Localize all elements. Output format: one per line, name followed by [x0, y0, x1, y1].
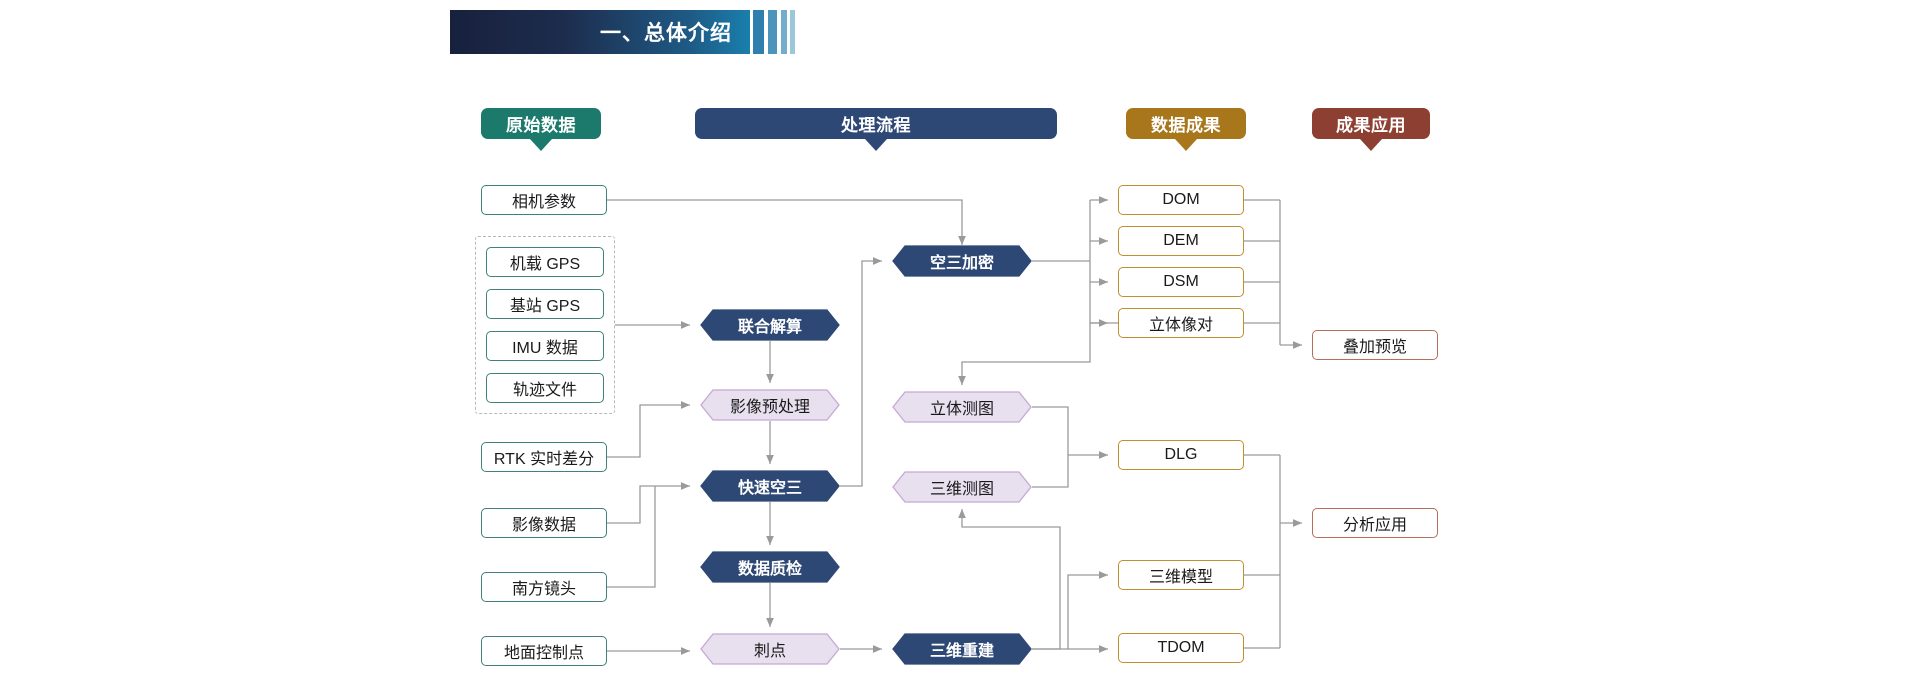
node-label: 空三加密 [929, 255, 994, 272]
node-label: 数据质检 [737, 561, 802, 578]
node-label: 分析应用 [1342, 517, 1407, 534]
hexagon-shape [892, 471, 1032, 503]
node-label: 相机参数 [511, 194, 576, 211]
raw-node-southern-lens[interactable]: 南方镜头 [481, 572, 607, 602]
category-header-label: 数据成果 [1151, 116, 1221, 135]
raw-node-imu-data[interactable]: IMU 数据 [486, 331, 604, 361]
node-label: 立体像对 [1148, 317, 1213, 334]
raw-node-image-data[interactable]: 影像数据 [481, 508, 607, 538]
raw-node-rtk-realtime[interactable]: RTK 实时差分 [481, 442, 607, 472]
category-header-label: 原始数据 [506, 116, 576, 135]
node-label: RTK 实时差分 [493, 451, 595, 468]
banner-stripe-4 [790, 10, 795, 54]
node-label: 南方镜头 [511, 581, 576, 598]
hexagon-shape [700, 309, 840, 341]
product-node-dsm[interactable]: DSM [1118, 267, 1244, 297]
product-node-dom[interactable]: DOM [1118, 185, 1244, 215]
product-node-tdom[interactable]: TDOM [1118, 633, 1244, 663]
process-node-3d-mapping[interactable]: 三维测图 [892, 471, 1032, 503]
process-node-joint-solution[interactable]: 联合解算 [700, 309, 840, 341]
node-label: DOM [1162, 191, 1200, 208]
node-label: 三维测图 [929, 481, 994, 498]
node-label: IMU 数据 [512, 340, 578, 357]
node-label: 三维重建 [929, 643, 994, 660]
raw-node-base-gps[interactable]: 基站 GPS [486, 289, 604, 319]
node-label: 影像预处理 [729, 399, 810, 416]
category-header-workflow[interactable]: 处理流程 [695, 108, 1057, 151]
pos-data-group [475, 236, 615, 414]
node-label: DLG [1164, 446, 1198, 463]
product-node-dem[interactable]: DEM [1118, 226, 1244, 256]
node-label: 基站 GPS [509, 298, 581, 315]
banner-stripe-3 [781, 10, 787, 54]
hexagon-shape [700, 551, 840, 583]
raw-node-track-file[interactable]: 轨迹文件 [486, 373, 604, 403]
category-header-raw-data[interactable]: 原始数据 [481, 108, 601, 151]
node-label: 立体测图 [929, 401, 994, 418]
hexagon-shape [892, 391, 1032, 423]
category-header-label: 处理流程 [841, 116, 911, 135]
node-label: 叠加预览 [1342, 339, 1407, 356]
process-node-prick-point[interactable]: 刺点 [700, 633, 840, 665]
process-node-fast-aerotriang[interactable]: 快速空三 [700, 470, 840, 502]
process-node-3d-reconstruct[interactable]: 三维重建 [892, 633, 1032, 665]
node-label: 三维模型 [1148, 569, 1213, 586]
raw-node-ground-control[interactable]: 地面控制点 [481, 636, 607, 666]
category-notch-icon [530, 139, 552, 151]
category-header-label: 成果应用 [1336, 116, 1406, 135]
node-label: 机载 GPS [509, 256, 581, 273]
page-title: 一、总体介绍 [600, 22, 732, 45]
raw-node-camera-params[interactable]: 相机参数 [481, 185, 607, 215]
node-label: DSM [1163, 273, 1199, 290]
node-label: DEM [1163, 232, 1199, 249]
process-node-aerotriangulation[interactable]: 空三加密 [892, 245, 1032, 277]
section-banner: 一、总体介绍 [450, 10, 750, 54]
category-notch-icon [1360, 139, 1382, 151]
hexagon-shape [892, 633, 1032, 665]
application-node-overlay-preview[interactable]: 叠加预览 [1312, 330, 1438, 360]
hexagon-shape [892, 245, 1032, 277]
node-label: TDOM [1157, 639, 1205, 656]
category-header-application[interactable]: 成果应用 [1312, 108, 1430, 151]
category-notch-icon [865, 139, 887, 151]
category-notch-icon [1175, 139, 1197, 151]
product-node-stereo-pair[interactable]: 立体像对 [1118, 308, 1244, 338]
product-node-dlg[interactable]: DLG [1118, 440, 1244, 470]
banner-stripe-2 [768, 10, 777, 54]
node-label: 联合解算 [737, 319, 802, 336]
process-node-stereo-mapping[interactable]: 立体测图 [892, 391, 1032, 423]
hexagon-shape [700, 633, 840, 665]
raw-node-onboard-gps[interactable]: 机载 GPS [486, 247, 604, 277]
banner-stripe-1 [753, 10, 764, 54]
node-label: 轨迹文件 [512, 382, 577, 399]
category-header-data-output[interactable]: 数据成果 [1126, 108, 1246, 151]
node-label: 快速空三 [737, 480, 802, 497]
node-label: 影像数据 [511, 517, 576, 534]
process-node-image-preprocess[interactable]: 影像预处理 [700, 389, 840, 421]
node-label: 地面控制点 [503, 645, 584, 662]
hexagon-shape [700, 389, 840, 421]
node-label: 刺点 [753, 643, 786, 660]
hexagon-shape [700, 470, 840, 502]
process-node-data-qc[interactable]: 数据质检 [700, 551, 840, 583]
application-node-analysis-apply[interactable]: 分析应用 [1312, 508, 1438, 538]
product-node-3d-model[interactable]: 三维模型 [1118, 560, 1244, 590]
